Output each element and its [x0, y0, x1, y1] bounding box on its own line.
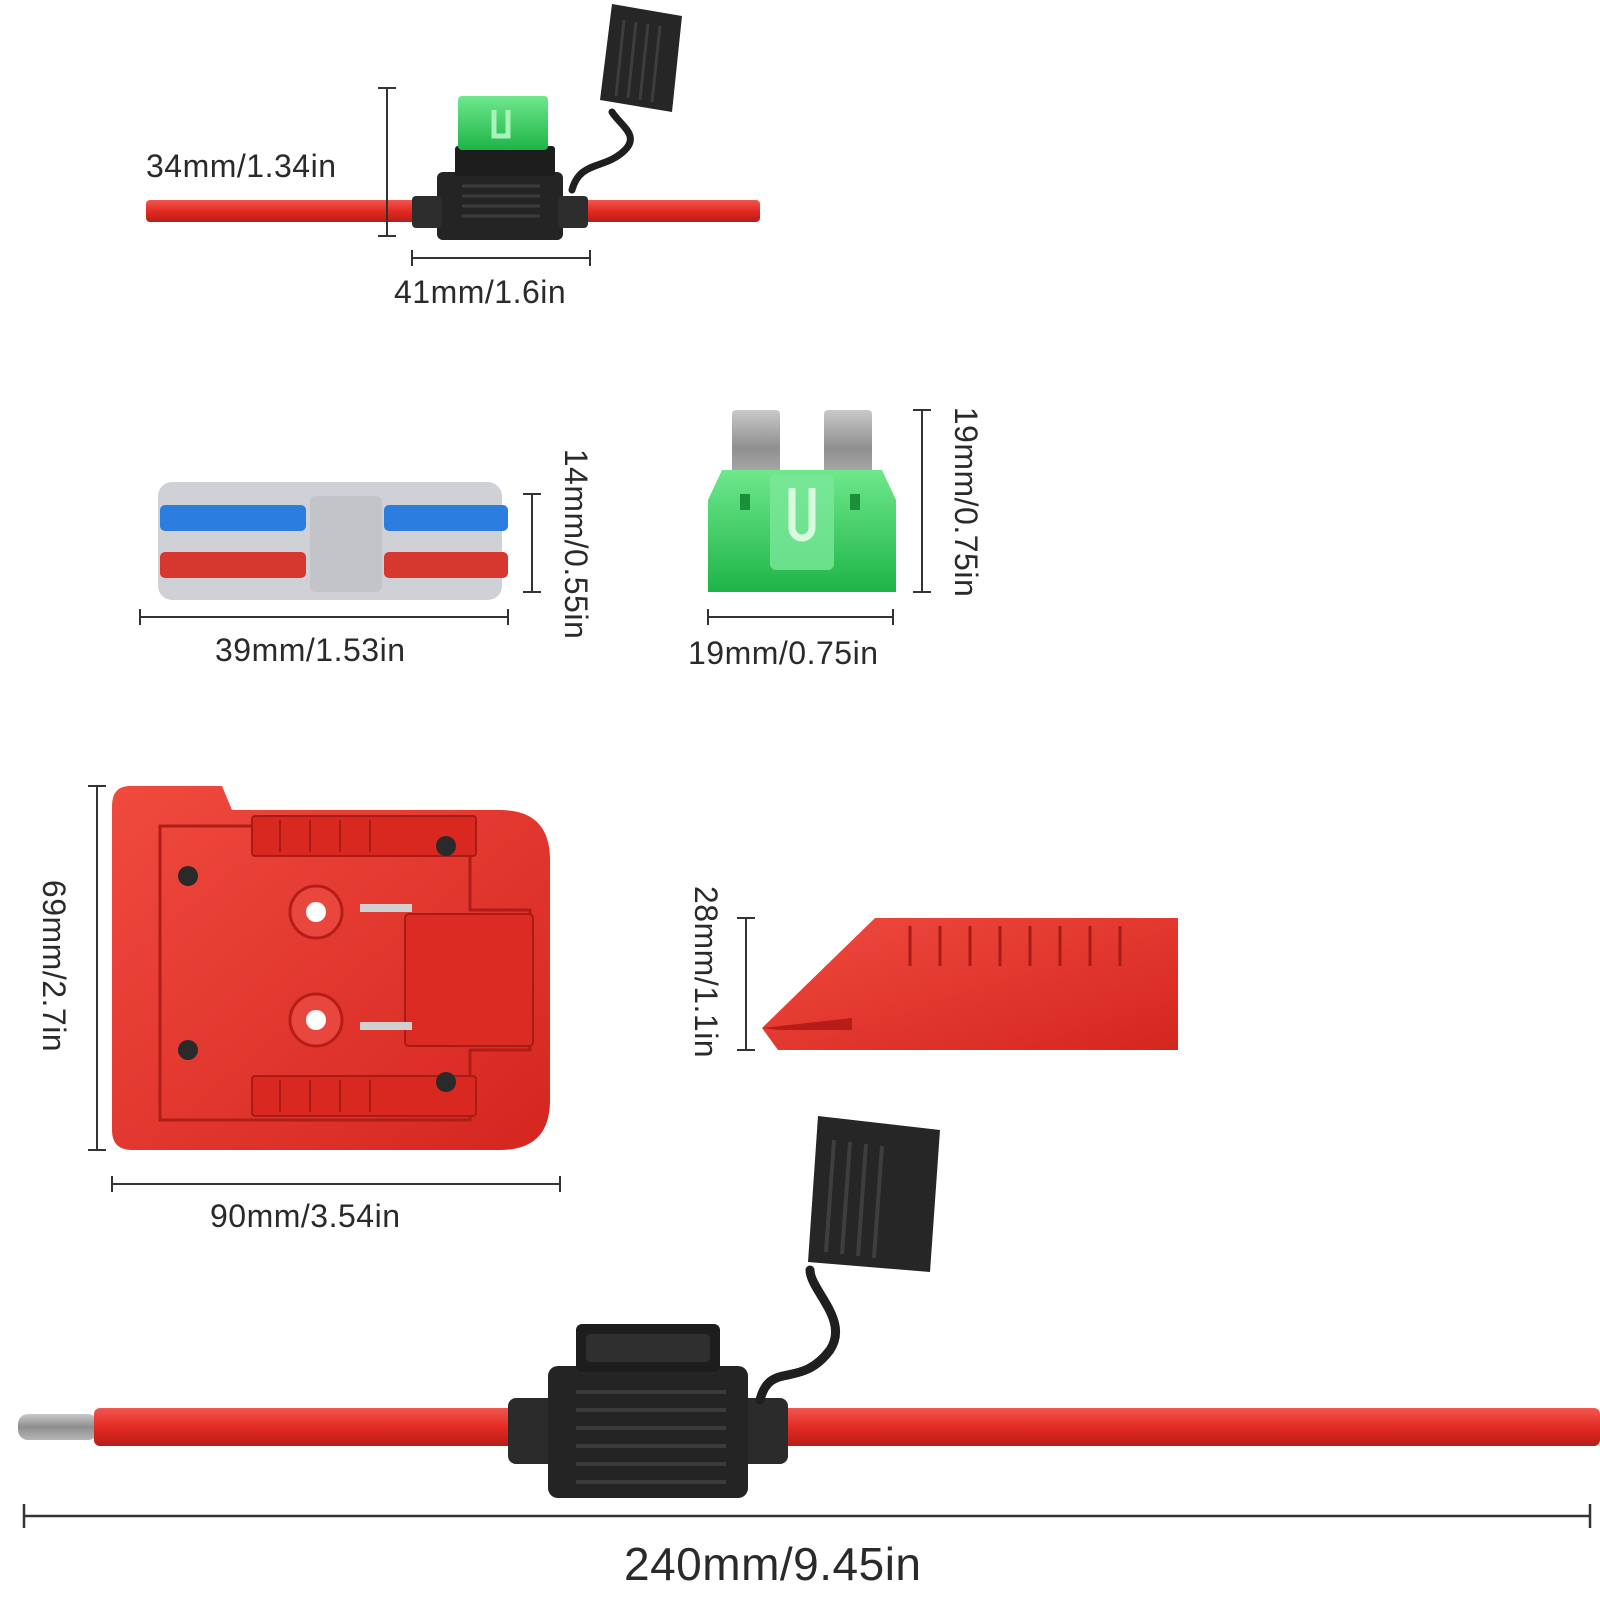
side-profile-ribs: [908, 926, 1122, 966]
terminal-slot: [404, 913, 534, 1047]
rail-grooves: [279, 820, 371, 1112]
fuse-holder-collar-right: [558, 196, 588, 228]
bottom-rail: [251, 1075, 477, 1117]
bare-wire-end: [18, 1414, 98, 1440]
fuse-holder-top: [455, 146, 555, 176]
side-profile-step: [762, 1018, 852, 1030]
holder-ribs: [576, 1390, 726, 1484]
fuse-window: [770, 474, 834, 570]
connector-center-block: [310, 496, 382, 592]
screws: [178, 836, 456, 1092]
long-cap-grip-lines: [824, 1139, 884, 1259]
protective-cap: [600, 4, 682, 112]
mount-hole-bottom-inner: [306, 1010, 326, 1030]
blade-right: [824, 410, 872, 486]
mount-hole-top-inner: [306, 902, 326, 922]
dim-label-side-profile-height: 28mm/1.1in: [688, 885, 724, 1059]
long-wire: [94, 1408, 1600, 1446]
long-cap-strap: [755, 1265, 841, 1405]
fuse-u-slot: [491, 110, 511, 139]
green-fuse-top: [458, 96, 548, 150]
dim-lines-blade-fuse: [707, 409, 931, 625]
dim-lines-small-holder: [378, 87, 591, 266]
blade-fuse: [707, 409, 931, 625]
dim-lines-cable: [22, 1504, 1592, 1528]
dim-label-blade-fuse-width: 19mm/0.75in: [688, 635, 879, 671]
screw-bottom-right: [436, 1072, 456, 1092]
battery-adapter: [88, 785, 561, 1192]
blade-left: [732, 410, 780, 486]
lever-red-right: [384, 552, 508, 578]
dim-lines-side-profile: [737, 917, 755, 1051]
screw-bottom-left: [178, 1040, 198, 1060]
fuse-element: [788, 488, 816, 542]
dim-label-small-holder-height: 34mm/1.34in: [146, 148, 337, 184]
dim-label-adapter-width: 90mm/3.54in: [210, 1198, 401, 1234]
dim-label-lever-width: 39mm/1.53in: [215, 632, 406, 668]
small-fuse-holder: [146, 4, 760, 266]
long-fuse-cable: [18, 1116, 1600, 1528]
dim-label-cable-length: 240mm/9.45in: [624, 1538, 922, 1590]
holder-top-inset: [586, 1334, 710, 1362]
fuse-holder-ribs: [462, 184, 540, 218]
top-rail: [251, 815, 477, 857]
lever-blue-left: [160, 505, 306, 531]
adapter-side-profile: [737, 917, 1178, 1051]
lever-red-left: [160, 552, 306, 578]
holder-collar-left: [508, 1398, 558, 1464]
terminal-pin-bottom: [360, 1022, 412, 1030]
side-profile-body: [762, 918, 1178, 1050]
dim-label-lever-height: 14mm/0.55in: [558, 448, 594, 640]
cap-grip-lines: [614, 19, 662, 103]
fuse-dot-left: [740, 494, 750, 510]
lever-connector: [139, 482, 541, 625]
cap-strap: [568, 108, 634, 194]
terminal-pin-top: [360, 904, 412, 912]
dim-label-blade-fuse-height: 19mm/0.75in: [948, 406, 984, 598]
holder-body: [548, 1366, 748, 1498]
dim-lines-adapter: [88, 785, 561, 1192]
dim-lines-lever-connector: [139, 493, 541, 625]
dim-label-small-holder-width: 41mm/1.6in: [394, 274, 567, 310]
screw-top-right: [436, 836, 456, 856]
screw-top-left: [178, 866, 198, 886]
adapter-body: [112, 786, 550, 1150]
long-protective-cap: [808, 1116, 940, 1272]
holder-collar-right: [738, 1398, 788, 1464]
fuse-dot-right: [850, 494, 860, 510]
dim-label-adapter-height: 69mm/2.7in: [36, 879, 72, 1053]
lever-blue-right: [384, 505, 508, 531]
fuse-holder-collar-left: [412, 196, 442, 228]
